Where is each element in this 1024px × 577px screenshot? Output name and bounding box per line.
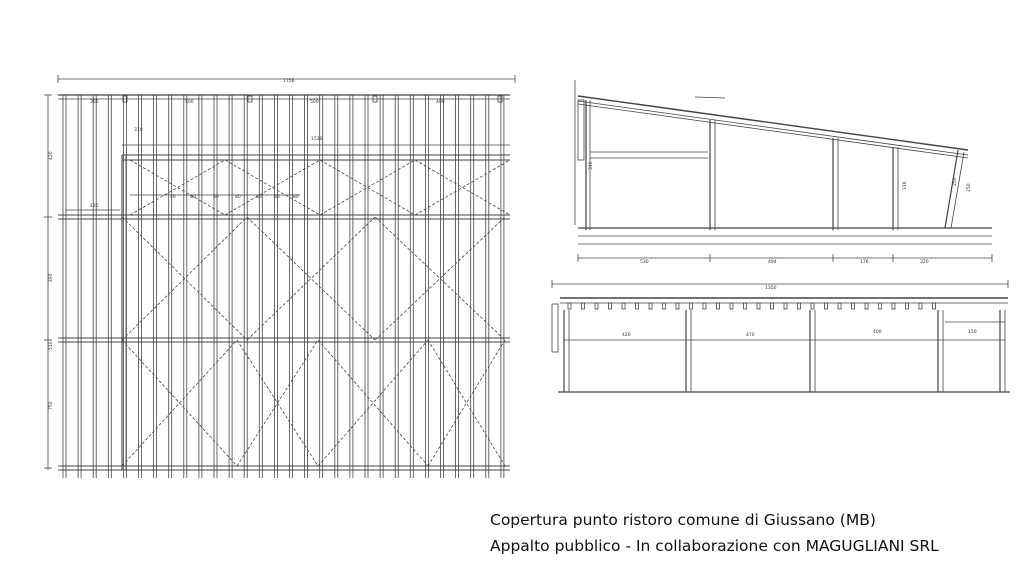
plan-bracket-dim: 120 — [90, 203, 99, 209]
front-span-dim-4: 150 — [968, 329, 977, 335]
side-height-4: 250 — [966, 183, 972, 192]
plan-bracing — [246, 216, 376, 341]
plan-bracing — [121, 339, 238, 467]
side-wall-block — [577, 99, 585, 161]
front-rafter-end — [837, 302, 842, 310]
front-rafter-end — [662, 302, 666, 310]
plan-bracing — [414, 159, 511, 216]
front-rafter-end — [608, 302, 612, 310]
plan-connector — [497, 95, 503, 103]
plan-brace-dim-7: 80 — [293, 194, 299, 200]
front-rafter-end — [635, 302, 639, 310]
front-span-dim-2: 470 — [746, 332, 755, 338]
front-rafter-end — [918, 302, 923, 310]
front-rafter-end — [932, 302, 936, 310]
side-diagonal-column — [950, 151, 965, 229]
front-rafter-end — [810, 302, 815, 310]
roof-framing-plan — [44, 75, 516, 478]
plan-connector — [372, 95, 378, 103]
plan-bracing — [224, 159, 321, 216]
side-height-1: 310 — [588, 161, 594, 170]
side-height-2: 318 — [902, 181, 908, 190]
front-rafter-end — [702, 302, 707, 310]
front-rafter-end — [905, 302, 909, 310]
side-bottom-dim-4: 320 — [920, 259, 929, 265]
plan-bracing — [246, 216, 376, 341]
plan-top-dim-1: 356 — [90, 99, 99, 105]
side-section-view — [574, 80, 993, 262]
plan-left-dim-4: 750 — [48, 401, 54, 410]
front-rafter-end — [891, 302, 896, 310]
front-rafter-end — [743, 302, 747, 310]
plan-connector — [247, 95, 253, 103]
plan-bracing — [319, 159, 416, 216]
plan-brace-dim-1: 40 — [170, 194, 176, 200]
plan-overall-width-label: 1756 — [283, 78, 295, 84]
side-roof-slope — [577, 100, 969, 156]
plan-bracing — [317, 339, 429, 467]
plan-left-dim-1: 420 — [48, 151, 54, 160]
plan-bracing — [121, 216, 248, 341]
plan-top-dim-3: 500 — [310, 99, 319, 105]
side-bottom-dim-2: 494 — [768, 259, 777, 265]
front-wall-block — [551, 303, 559, 353]
plan-brace-dim-4: 80 — [235, 194, 241, 200]
caption-project-subtitle: Appalto pubblico - In collaborazione con… — [490, 537, 939, 555]
front-rafter-end — [581, 302, 585, 310]
front-rafter-end — [851, 302, 855, 310]
front-span-dim-1: 420 — [622, 332, 631, 338]
front-rafter-end — [783, 302, 788, 310]
plan-bracing — [129, 159, 226, 216]
front-rafter-end — [689, 302, 693, 310]
side-height-3: 250 — [952, 177, 958, 186]
front-rafter-end — [864, 302, 869, 310]
plan-top-dim-4: 400 — [436, 99, 445, 105]
plan-brace-dim-5: 80 — [256, 194, 262, 200]
plan-bracing — [224, 159, 321, 216]
front-rafter-end — [770, 302, 774, 310]
plan-bracing — [317, 339, 429, 467]
front-rafter-end — [878, 302, 882, 310]
front-rafter-end — [716, 302, 720, 310]
front-rafter-end — [824, 302, 828, 310]
front-rafter-end — [797, 302, 801, 310]
side-roof-slope — [577, 103, 969, 159]
plan-bracing — [414, 159, 511, 216]
side-diagonal-column — [944, 149, 959, 229]
plan-bracing — [319, 159, 416, 216]
front-rafter-end — [675, 302, 680, 310]
plan-brace-dim-6: 80 — [274, 194, 280, 200]
front-overall-width-label: 1350 — [765, 285, 777, 291]
front-rafter-end — [648, 302, 653, 310]
front-span-dim-3: 400 — [873, 329, 882, 335]
front-rafter-end — [729, 302, 734, 310]
front-rafter-end — [621, 302, 626, 310]
plan-top-dim-2: 500 — [185, 99, 194, 105]
front-rafter-end — [594, 302, 599, 310]
plan-brace-dim-2: 80 — [190, 194, 196, 200]
plan-connector — [122, 95, 128, 103]
plan-left-dim-3: 510 — [48, 341, 54, 350]
side-bottom-dim-1: 530 — [640, 259, 649, 265]
front-rafter-end — [567, 302, 572, 310]
caption-project-title: Copertura punto ristoro comune di Giussa… — [490, 511, 876, 529]
plan-left-dim-2: 495 — [48, 273, 54, 282]
front-rafter-end — [756, 302, 761, 310]
plan-inner-width-label: 1530 — [311, 136, 323, 142]
front-elevation-view — [551, 280, 1010, 393]
plan-bracing — [129, 159, 226, 216]
side-bottom-dim-3: 176 — [860, 259, 869, 265]
plan-brace-dim-3: 80 — [213, 194, 219, 200]
side-slope-arrow — [694, 96, 726, 99]
plan-small-dim: 310 — [134, 127, 143, 133]
side-roof-slope — [577, 95, 969, 151]
